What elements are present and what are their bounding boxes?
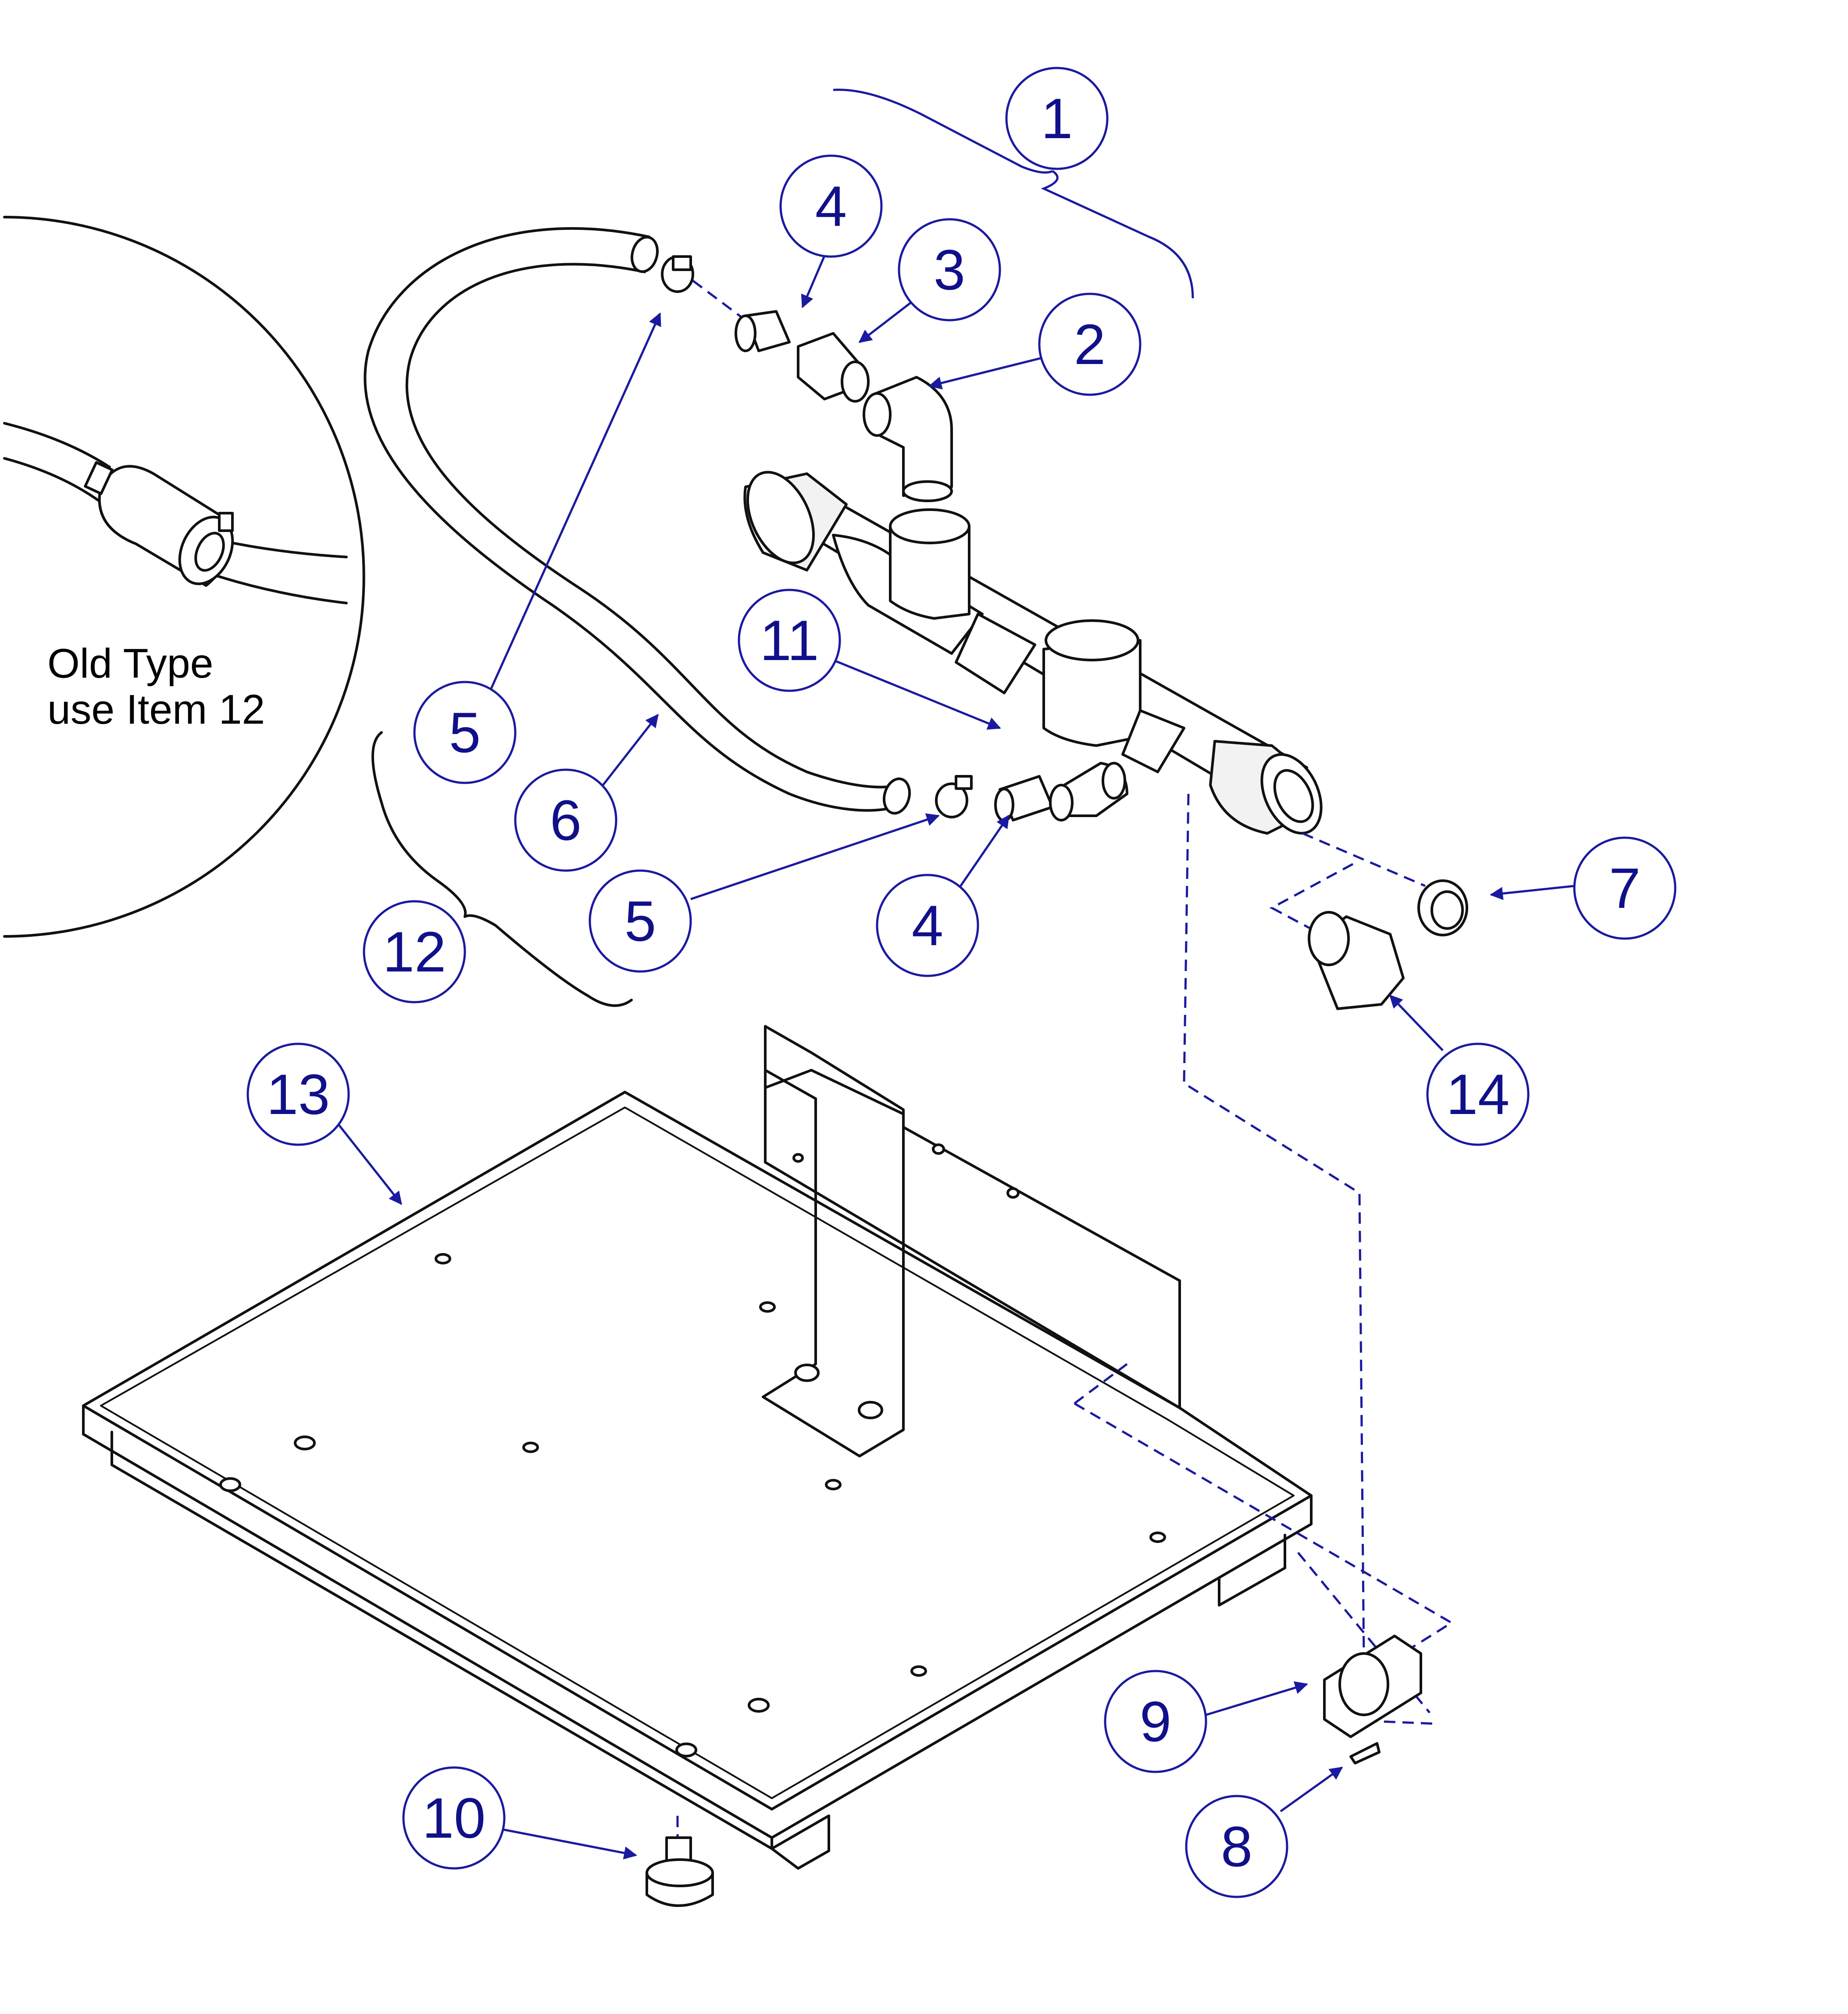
hose [364, 227, 911, 815]
lower-elbow-fitting [1049, 762, 1128, 821]
tray-fasteners [219, 1143, 1166, 1757]
hex-nipple [797, 332, 870, 403]
hex-plug [1308, 911, 1405, 1010]
old-type-detail-view [3, 216, 365, 938]
svg-text:10: 10 [422, 1786, 486, 1850]
callout-2: 2 [1038, 293, 1142, 396]
mounting-screw [1349, 1742, 1381, 1764]
svg-text:9: 9 [1140, 1689, 1171, 1753]
leveling-foot [646, 1836, 714, 1907]
callout-5-lower: 5 [589, 869, 692, 973]
svg-text:5: 5 [624, 889, 656, 953]
cap-plug [1417, 879, 1468, 936]
lower-hose-barb [994, 775, 1054, 822]
old-type-connector [84, 461, 234, 587]
callout-12: 12 [363, 900, 466, 1003]
svg-text:2: 2 [1074, 312, 1106, 376]
callout-13: 13 [246, 1043, 350, 1146]
pvc-manifold [743, 471, 1323, 835]
callout-6: 6 [514, 768, 617, 872]
svg-text:7: 7 [1609, 856, 1641, 920]
callout-5-upper: 5 [413, 681, 517, 784]
svg-text:12: 12 [383, 920, 446, 984]
note-line-2: use Item 12 [47, 686, 265, 733]
callout-11: 11 [738, 589, 841, 692]
callout-14: 14 [1426, 1043, 1530, 1146]
elbow-fitting [863, 376, 953, 502]
callout-7: 7 [1573, 836, 1677, 940]
svg-text:13: 13 [267, 1062, 330, 1126]
base-tray [82, 1025, 1313, 1870]
callout-10: 10 [402, 1766, 506, 1870]
svg-text:14: 14 [1446, 1062, 1510, 1126]
callout-4-lower: 4 [876, 874, 979, 977]
upper-hose-clamp [661, 255, 694, 293]
leader-lines [335, 89, 1575, 1860]
upper-hose-barb [735, 310, 791, 352]
callout-1: 1 [1005, 67, 1109, 170]
svg-text:5: 5 [449, 700, 481, 764]
callout-3: 3 [898, 218, 1001, 321]
callout-8: 8 [1185, 1795, 1288, 1898]
svg-text:3: 3 [934, 238, 965, 302]
svg-text:4: 4 [912, 893, 943, 957]
callout-9: 9 [1104, 1670, 1207, 1773]
svg-text:6: 6 [550, 788, 582, 852]
note-line-1: Old Type [47, 640, 213, 687]
svg-text:4: 4 [815, 174, 847, 238]
lower-hose-clamp [935, 775, 973, 818]
hose-bracket [1323, 1635, 1422, 1738]
callout-4-upper: 4 [779, 154, 883, 258]
svg-text:1: 1 [1041, 86, 1073, 150]
svg-text:8: 8 [1221, 1814, 1252, 1878]
svg-text:11: 11 [760, 608, 819, 672]
